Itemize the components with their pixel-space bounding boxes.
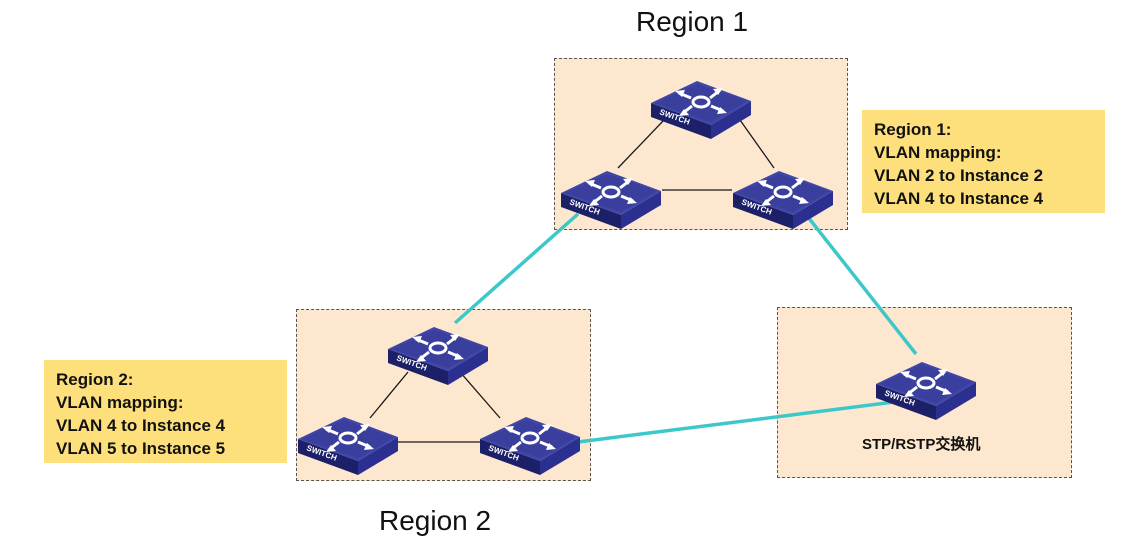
region1-switch-top[interactable]: SWITCH: [651, 67, 751, 139]
switch-icon: SWITCH: [298, 417, 398, 475]
intra-link: [617, 119, 665, 169]
region1-note: Region 1: VLAN mapping: VLAN 2 to Instan…: [862, 110, 1105, 213]
region2-note-line: VLAN 4 to Instance 4: [56, 416, 226, 435]
intra-link: [369, 371, 409, 419]
region1-note-line: VLAN mapping:: [874, 143, 1002, 162]
inter-link: [577, 400, 895, 444]
region2-note: Region 2: VLAN mapping: VLAN 4 to Instan…: [44, 360, 287, 463]
region1-note-line: VLAN 4 to Instance 4: [874, 189, 1044, 208]
region2-title: Region 2: [379, 505, 492, 536]
region1-note-line: VLAN 2 to Instance 2: [874, 166, 1044, 185]
switch-icon: SWITCH: [876, 362, 976, 420]
inter-link: [802, 210, 918, 356]
region2-switch-top[interactable]: SWITCH: [388, 313, 488, 385]
intra-link: [459, 371, 501, 419]
intra-link: [739, 119, 775, 169]
region1-title: Region 1: [636, 6, 749, 37]
inter-link: [453, 212, 580, 325]
region1-switch-left[interactable]: SWITCH: [561, 157, 661, 229]
switch-icon: SWITCH: [480, 417, 580, 475]
stp-switch-label: STP/RSTP交换机: [862, 436, 981, 453]
region2-switch-right[interactable]: SWITCH: [480, 403, 580, 475]
switch-icon: SWITCH: [561, 171, 661, 229]
switch-icon: SWITCH: [651, 81, 751, 139]
region1-note-line: Region 1:: [874, 120, 952, 139]
switch-icon: SWITCH: [388, 327, 488, 385]
region2-note-line: Region 2:: [56, 370, 134, 389]
region2-switch-left[interactable]: SWITCH: [298, 403, 398, 475]
region2-note-line: VLAN mapping:: [56, 393, 184, 412]
region2-note-line: VLAN 5 to Instance 5: [56, 439, 226, 458]
stp-rstp-switch[interactable]: SWITCH: [876, 348, 976, 420]
switch-icon: SWITCH: [733, 171, 833, 229]
region1-switch-right[interactable]: SWITCH: [733, 157, 833, 229]
